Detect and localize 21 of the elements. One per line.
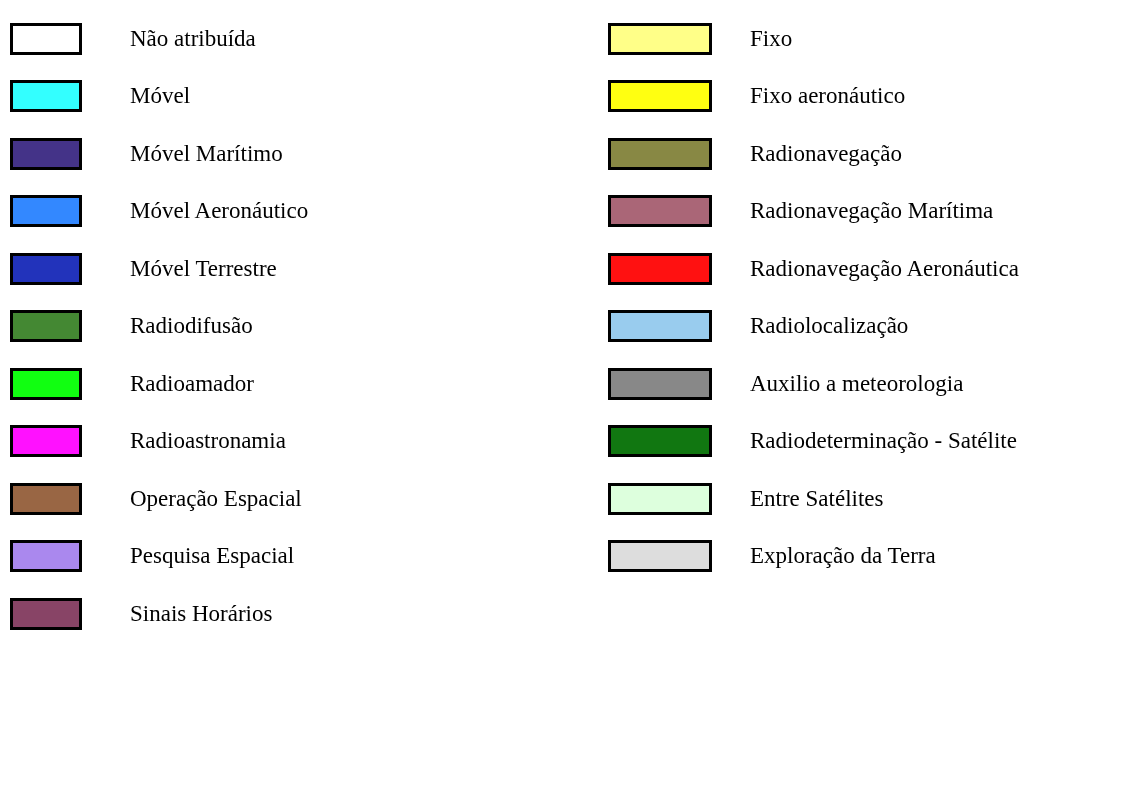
legend-label: Radiodeterminação - Satélite <box>750 428 1017 455</box>
legend-label: Móvel Terrestre <box>130 255 277 282</box>
legend-label: Radiodifusão <box>130 313 253 340</box>
legend-label: Radiolocalização <box>750 313 909 340</box>
legend-label: Auxilio a meteorologia <box>750 370 964 397</box>
legend-label: Radioamador <box>130 370 254 397</box>
legend-label: Sinais Horários <box>130 600 273 627</box>
legend-label: Exploração da Terra <box>750 543 936 570</box>
legend-label: Não atribuída <box>130 25 256 52</box>
legend-label: Radioastronamia <box>130 428 286 455</box>
legend-label: Fixo <box>750 25 793 52</box>
legend-label: Móvel Marítimo <box>130 140 283 167</box>
legend-label: Móvel <box>130 83 191 110</box>
legend-label: Radionavegação <box>750 140 902 167</box>
legend-label: Fixo aeronáutico <box>750 83 906 110</box>
legend-label: Operação Espacial <box>130 485 302 512</box>
legend-label: Radionavegação Marítima <box>750 198 994 225</box>
legend-label: Móvel Aeronáutico <box>130 198 309 225</box>
legend-label: Pesquisa Espacial <box>130 543 295 570</box>
legend-label: Radionavegação Aeronáutica <box>750 255 1019 282</box>
legend-label: Entre Satélites <box>750 485 884 512</box>
